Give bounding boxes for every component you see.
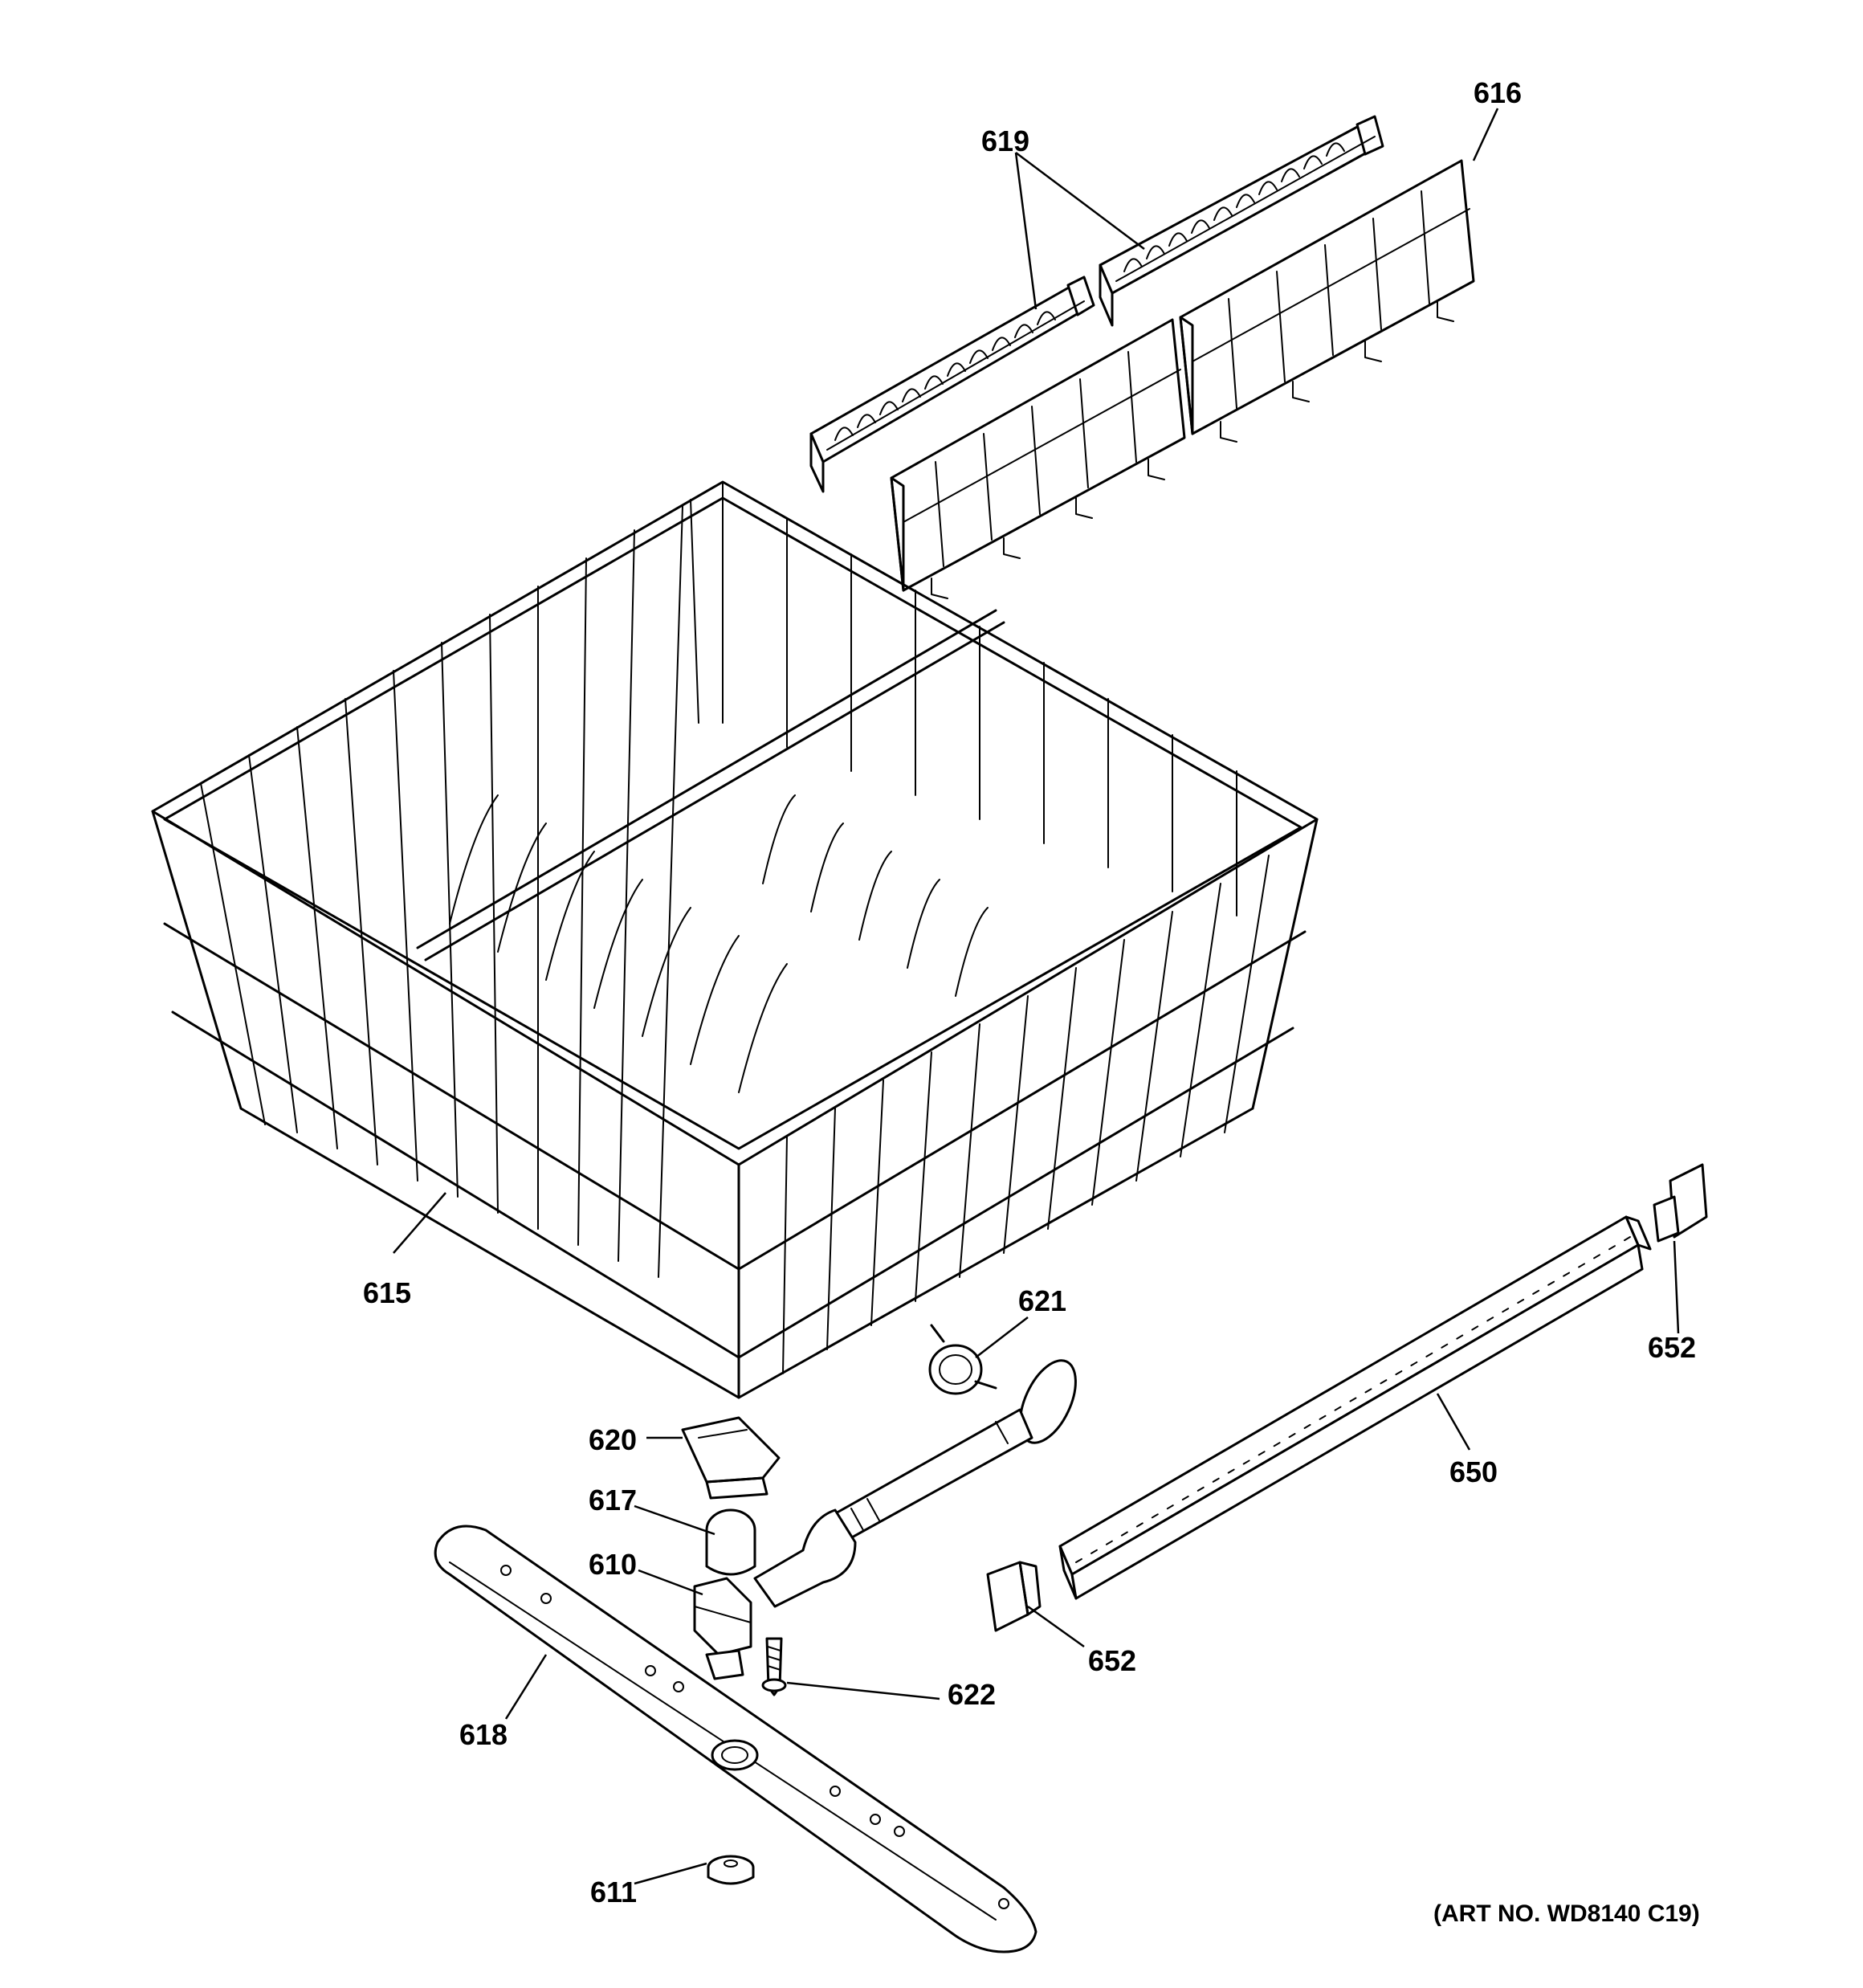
callout-615: 615 <box>363 1276 411 1309</box>
rack-divider-frame-front <box>890 318 1186 599</box>
callout-621: 621 <box>1018 1284 1066 1317</box>
callout-650: 650 <box>1449 1455 1498 1488</box>
rack-stop-back <box>1653 1163 1708 1243</box>
tine-clip-rail-front <box>809 276 1095 493</box>
rack-stop-front <box>986 1561 1042 1632</box>
rack-track-rail <box>1058 1215 1652 1600</box>
callout-622: 622 <box>948 1678 996 1711</box>
manifold-clip <box>681 1416 781 1500</box>
upper-dish-rack <box>151 480 1319 1399</box>
spray-arm-cap <box>707 1855 755 1885</box>
callout-618: 618 <box>459 1718 508 1751</box>
lower-spray-arm <box>434 1525 1037 1953</box>
leader-lines <box>393 108 1680 1885</box>
callout-616: 616 <box>1474 76 1522 109</box>
callout-652-back: 652 <box>1648 1331 1696 1364</box>
mounting-screw <box>761 1637 787 1696</box>
spray-arm-bearing <box>693 1577 752 1680</box>
spray-arm-conduit <box>705 1359 1077 1608</box>
callout-labels: 616 619 615 621 652 620 650 617 610 652 … <box>363 76 1700 1927</box>
hose-clamp <box>928 1324 997 1395</box>
callout-620: 620 <box>589 1423 637 1456</box>
callout-611: 611 <box>590 1876 637 1908</box>
callout-619: 619 <box>981 125 1029 157</box>
callout-610: 610 <box>589 1548 637 1581</box>
rack-divider-frame-back <box>1179 159 1475 443</box>
callout-617: 617 <box>589 1484 637 1517</box>
art-number: (ART NO. WD8140 C19) <box>1433 1900 1700 1927</box>
tine-clip-rail-back <box>1099 115 1384 327</box>
callout-652-front: 652 <box>1088 1644 1136 1677</box>
